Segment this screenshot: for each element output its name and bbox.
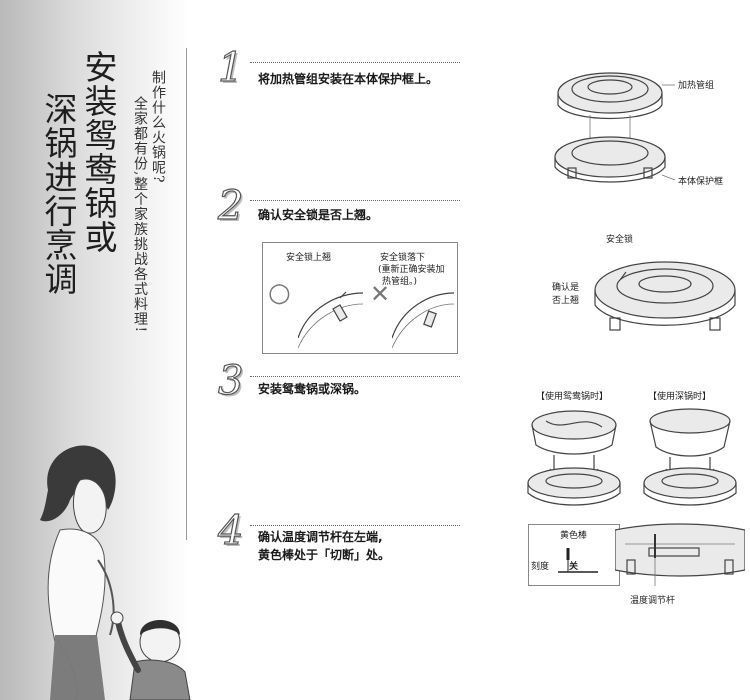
yuanyang-pot-illustration — [524, 405, 624, 515]
step-1-number: 1 — [218, 45, 243, 91]
callout-lock-up: 安全锁上翘 — [286, 252, 331, 264]
step-1-text: 将加热管组安装在本体保护框上。 — [258, 70, 438, 88]
inset-scale-marks — [548, 546, 608, 576]
callout-safety-lock: 安全锁 — [606, 234, 633, 246]
subtitle-line2: 全家都有份,整个家族挑战各式料理! — [132, 96, 148, 333]
callout-scale: 刻度 — [531, 561, 549, 573]
step-1-dash-line — [250, 62, 460, 63]
subtitle-line1: 制作什么火锅呢? — [150, 70, 166, 184]
callout-frame: 本体保护框 — [678, 176, 723, 188]
step-4-dash-line — [250, 525, 460, 526]
family-illustration — [0, 430, 200, 700]
callout-lock-down-1: 安全锁落下 — [380, 252, 425, 264]
page-title-line2: 深锅进行烹调 — [38, 92, 78, 296]
step-3-dash-line — [250, 376, 460, 377]
heater-frame-illustration — [550, 65, 680, 195]
temp-lever-panel-illustration — [615, 520, 745, 590]
step-4-text-line2: 黄色棒处于「切断」处。 — [258, 546, 390, 564]
callout-lever: 温度调节杆 — [630, 595, 675, 607]
page-title-line1: 安装鸳鸯锅或 — [78, 50, 118, 254]
callout-confirm-2: 否上翘 — [552, 295, 579, 307]
callout-yuanyang: 【使用鸳鸯锅时】 — [536, 391, 608, 403]
callout-heater: 加热管组 — [678, 80, 714, 92]
lock-down-closeup — [392, 288, 454, 350]
step-3-text: 安装鸳鸯锅或深锅。 — [258, 380, 366, 398]
step-4-number: 4 — [218, 508, 243, 554]
ok-mark: ○ — [268, 280, 291, 306]
step-2-text: 确认安全锁是否上翘。 — [258, 206, 378, 224]
ng-mark: ✕ — [370, 282, 390, 306]
lock-up-closeup — [298, 288, 363, 350]
step-3-number: 3 — [218, 358, 243, 404]
callout-confirm-1: 确认是 — [552, 282, 579, 294]
callout-lock-down-2: (重新正确安装加 — [378, 264, 445, 276]
deep-pot-illustration — [640, 405, 740, 515]
callout-yellow-bar: 黄色棒 — [560, 530, 587, 542]
step-4-text-line1: 确认温度调节杆在左端, — [258, 528, 383, 546]
safety-lock-illustration — [590, 250, 740, 350]
callout-deep: 【使用深锅时】 — [648, 391, 711, 403]
step-2-dash-line — [250, 200, 460, 201]
step-2-number: 2 — [218, 183, 243, 229]
